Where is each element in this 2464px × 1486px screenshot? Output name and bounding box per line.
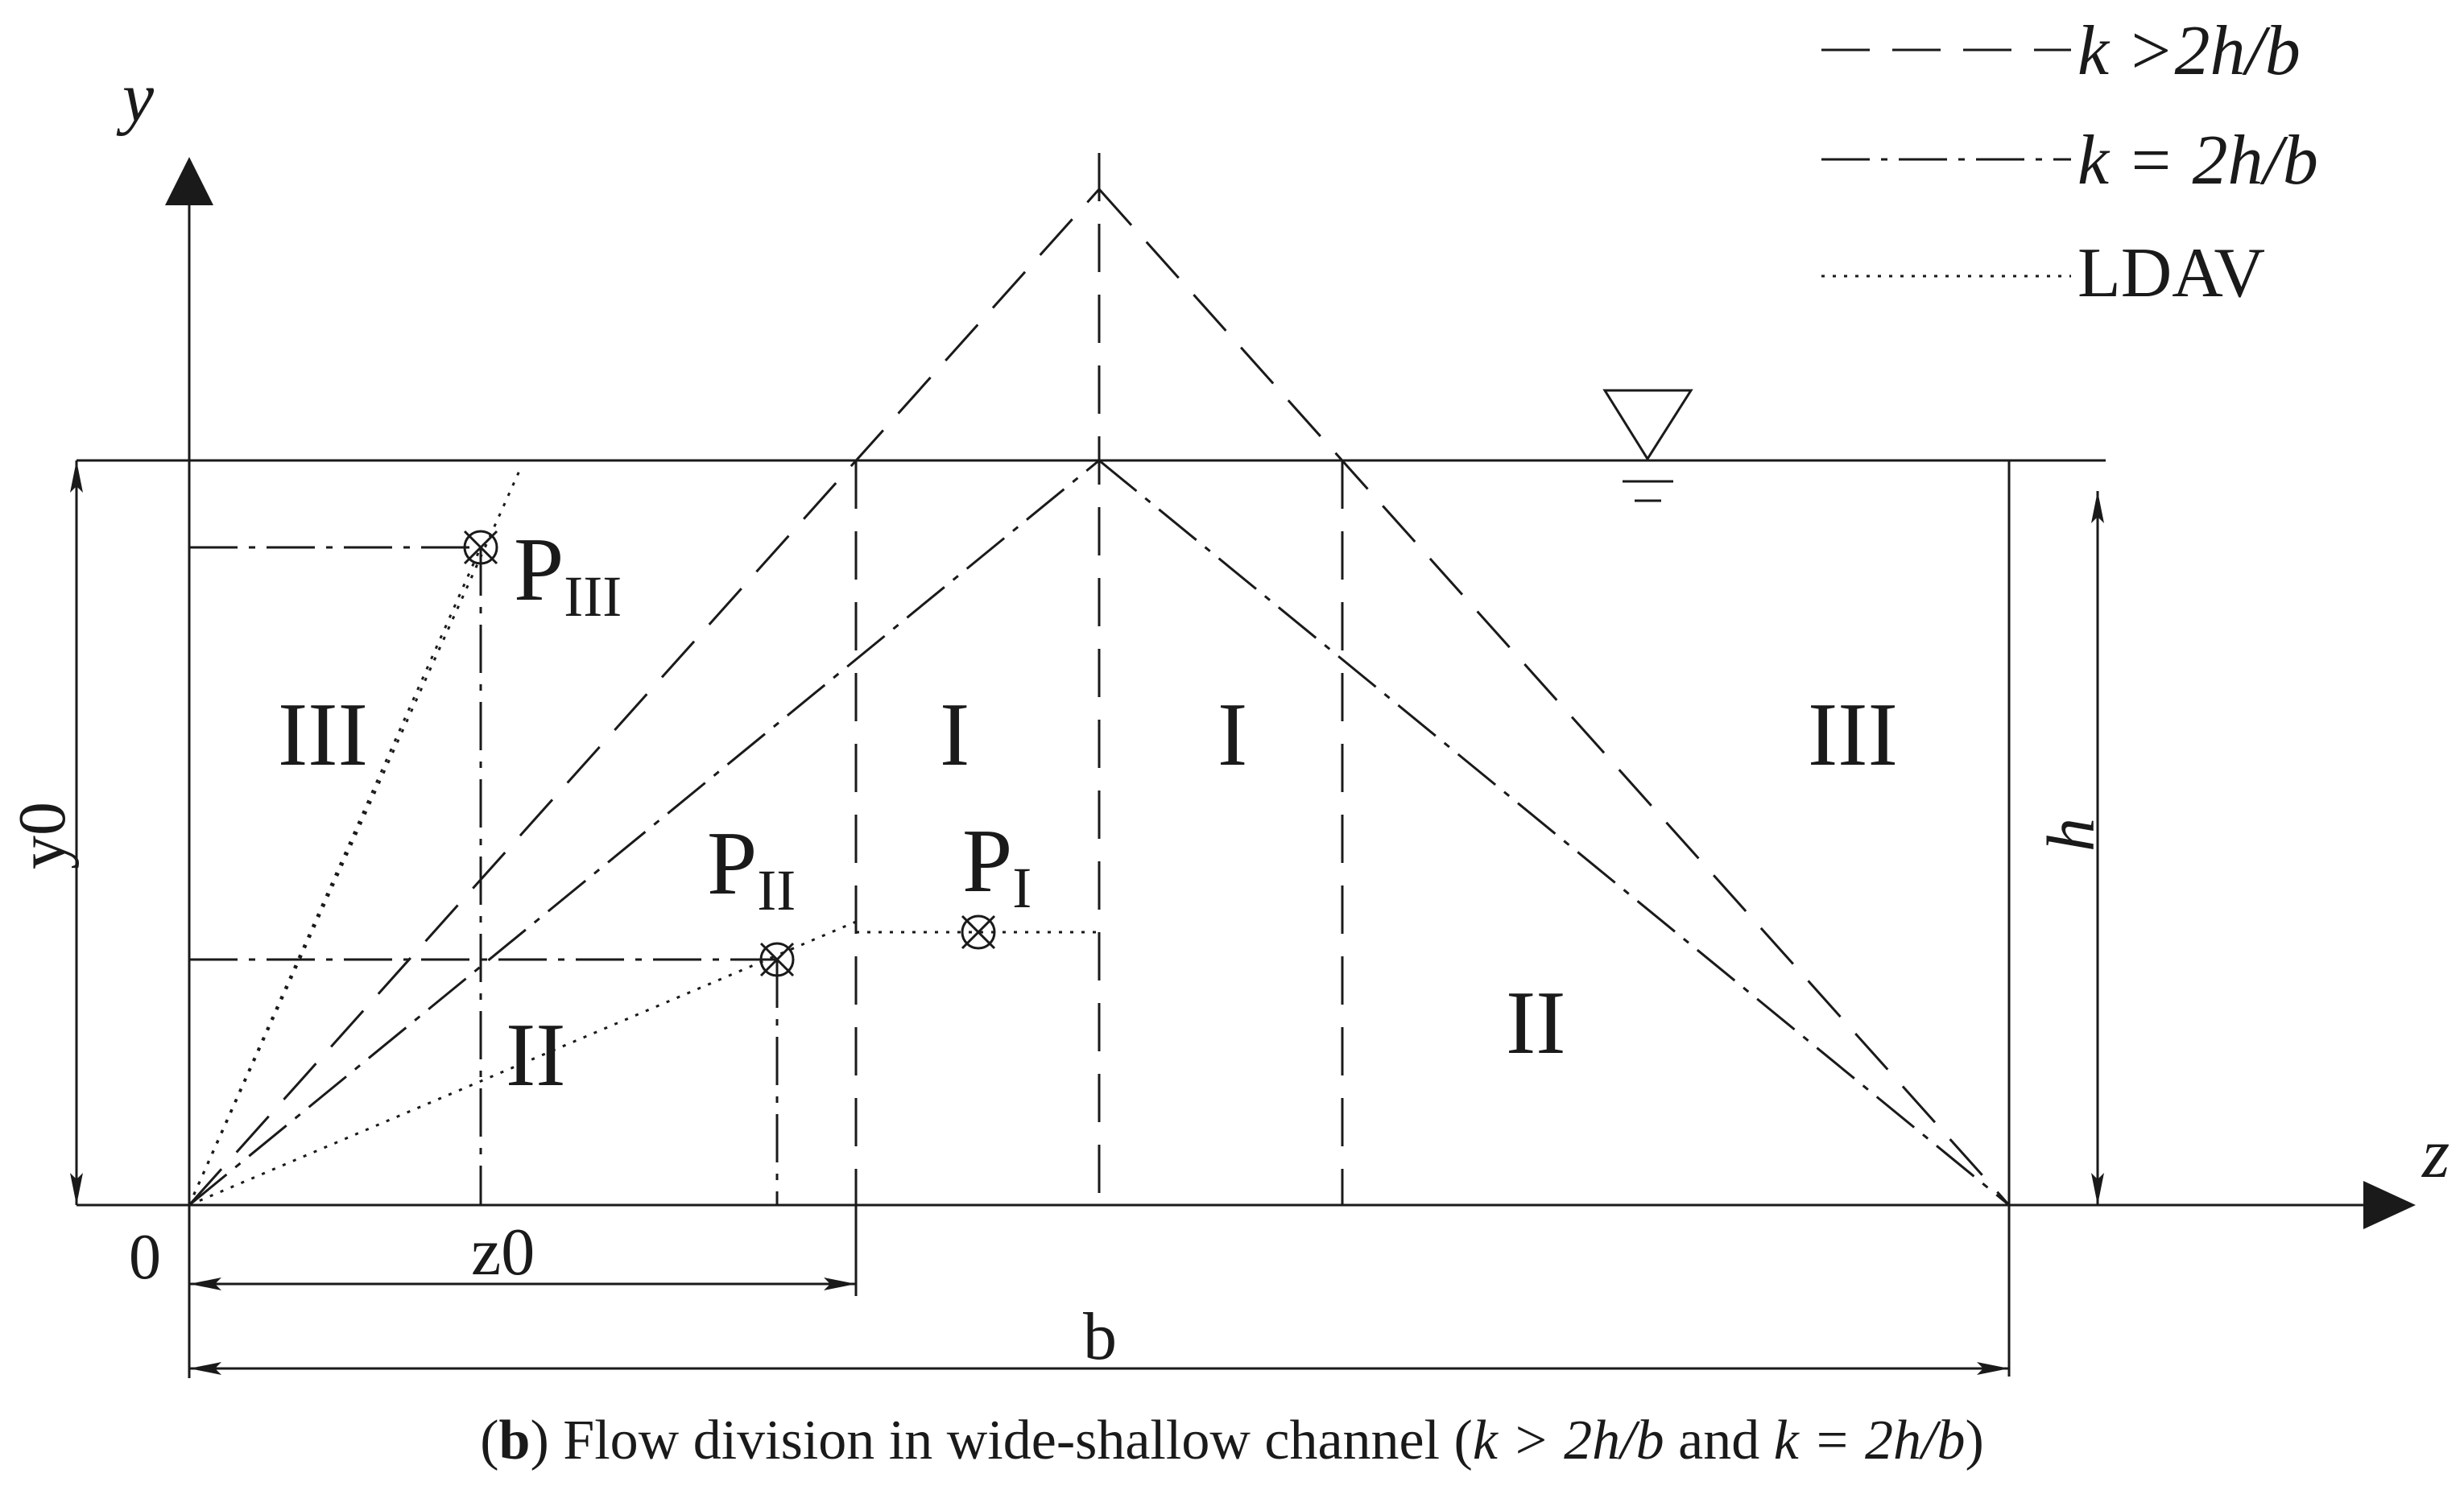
y-axis-arrowhead [165,157,213,205]
channel-outline [76,459,2106,1377]
figure-caption: (b) Flow division in wide-shallow channe… [480,1410,1984,1472]
point-marker-p2 [759,942,795,977]
region-label-center-i-left: I [940,685,969,785]
z-axis-arrowhead [2363,1181,2416,1229]
dashed-right-diagonal [1098,188,2011,1207]
region-label-right-iii: III [1808,685,1898,785]
dotted-lines-ldav [188,470,1099,1207]
dashdot-lines-k-equal [188,459,2010,1207]
y0-dimension-label: y0 [5,802,80,869]
point-label-p2: PII [707,814,796,923]
origin-label: 0 [129,1222,161,1293]
water-level-symbol [1602,389,1693,502]
region-label-left-iii: III [278,685,368,785]
z-axis-label: z [2421,1115,2450,1193]
dashdot-right-diagonal [1098,459,2010,1207]
region-label-center-i-right: I [1218,685,1247,785]
ldav-line-1 [188,470,521,1206]
dashdot-left-diagonal [188,459,1100,1207]
ldav-line-3 [188,920,857,1207]
ldav-line-2 [188,547,482,1206]
h-dimension-label: h [2034,818,2109,852]
point-label-p3: PIII [514,520,622,629]
legend-item-dotted: LDAV [1821,234,2265,312]
point-label-p1: PI [962,811,1031,920]
legend-item-dashdot: k = 2h/b [1821,122,2318,200]
region-label-right-ii: II [1506,973,1566,1073]
legend-item-dashed: k >2h/b [1821,12,2301,90]
dashed-lines-k-greater [188,153,2011,1207]
axes [76,157,2416,1229]
legend-label-dashed: k >2h/b [2077,12,2301,90]
legend-label-dotted: LDAV [2077,234,2265,312]
b-dimension-label: b [1083,1299,1117,1374]
point-marker-p1 [961,914,996,950]
dashed-left-diagonal [188,188,1101,1207]
point-marker-p3 [463,530,498,565]
z0-dimension-label: z0 [471,1215,535,1290]
dimension-lines [70,460,2104,1378]
legend-label-dashdot: k = 2h/b [2077,122,2318,200]
legend: k >2h/b k = 2h/b LDAV [1821,12,2318,312]
region-label-left-ii: II [506,1005,566,1105]
y-axis-label: y [116,59,155,137]
